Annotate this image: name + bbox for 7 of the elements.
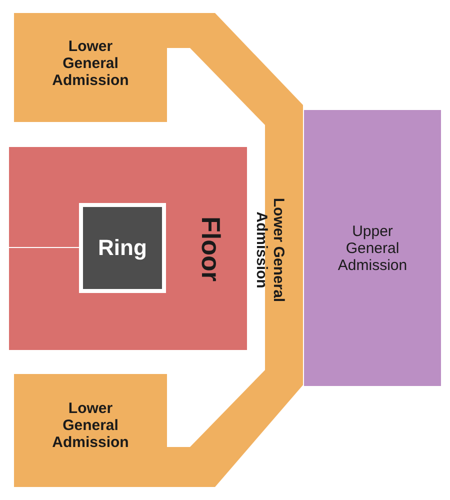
section-label: Floor <box>196 216 226 284</box>
section-label: Lower General Admission <box>51 38 130 89</box>
floor-section <box>9 147 247 350</box>
seating-section: Upper General Admission <box>304 110 441 386</box>
section-label: Lower General Admission <box>253 196 287 304</box>
ring-section: Ring <box>79 203 166 293</box>
section-label: Lower General Admission <box>51 400 130 451</box>
